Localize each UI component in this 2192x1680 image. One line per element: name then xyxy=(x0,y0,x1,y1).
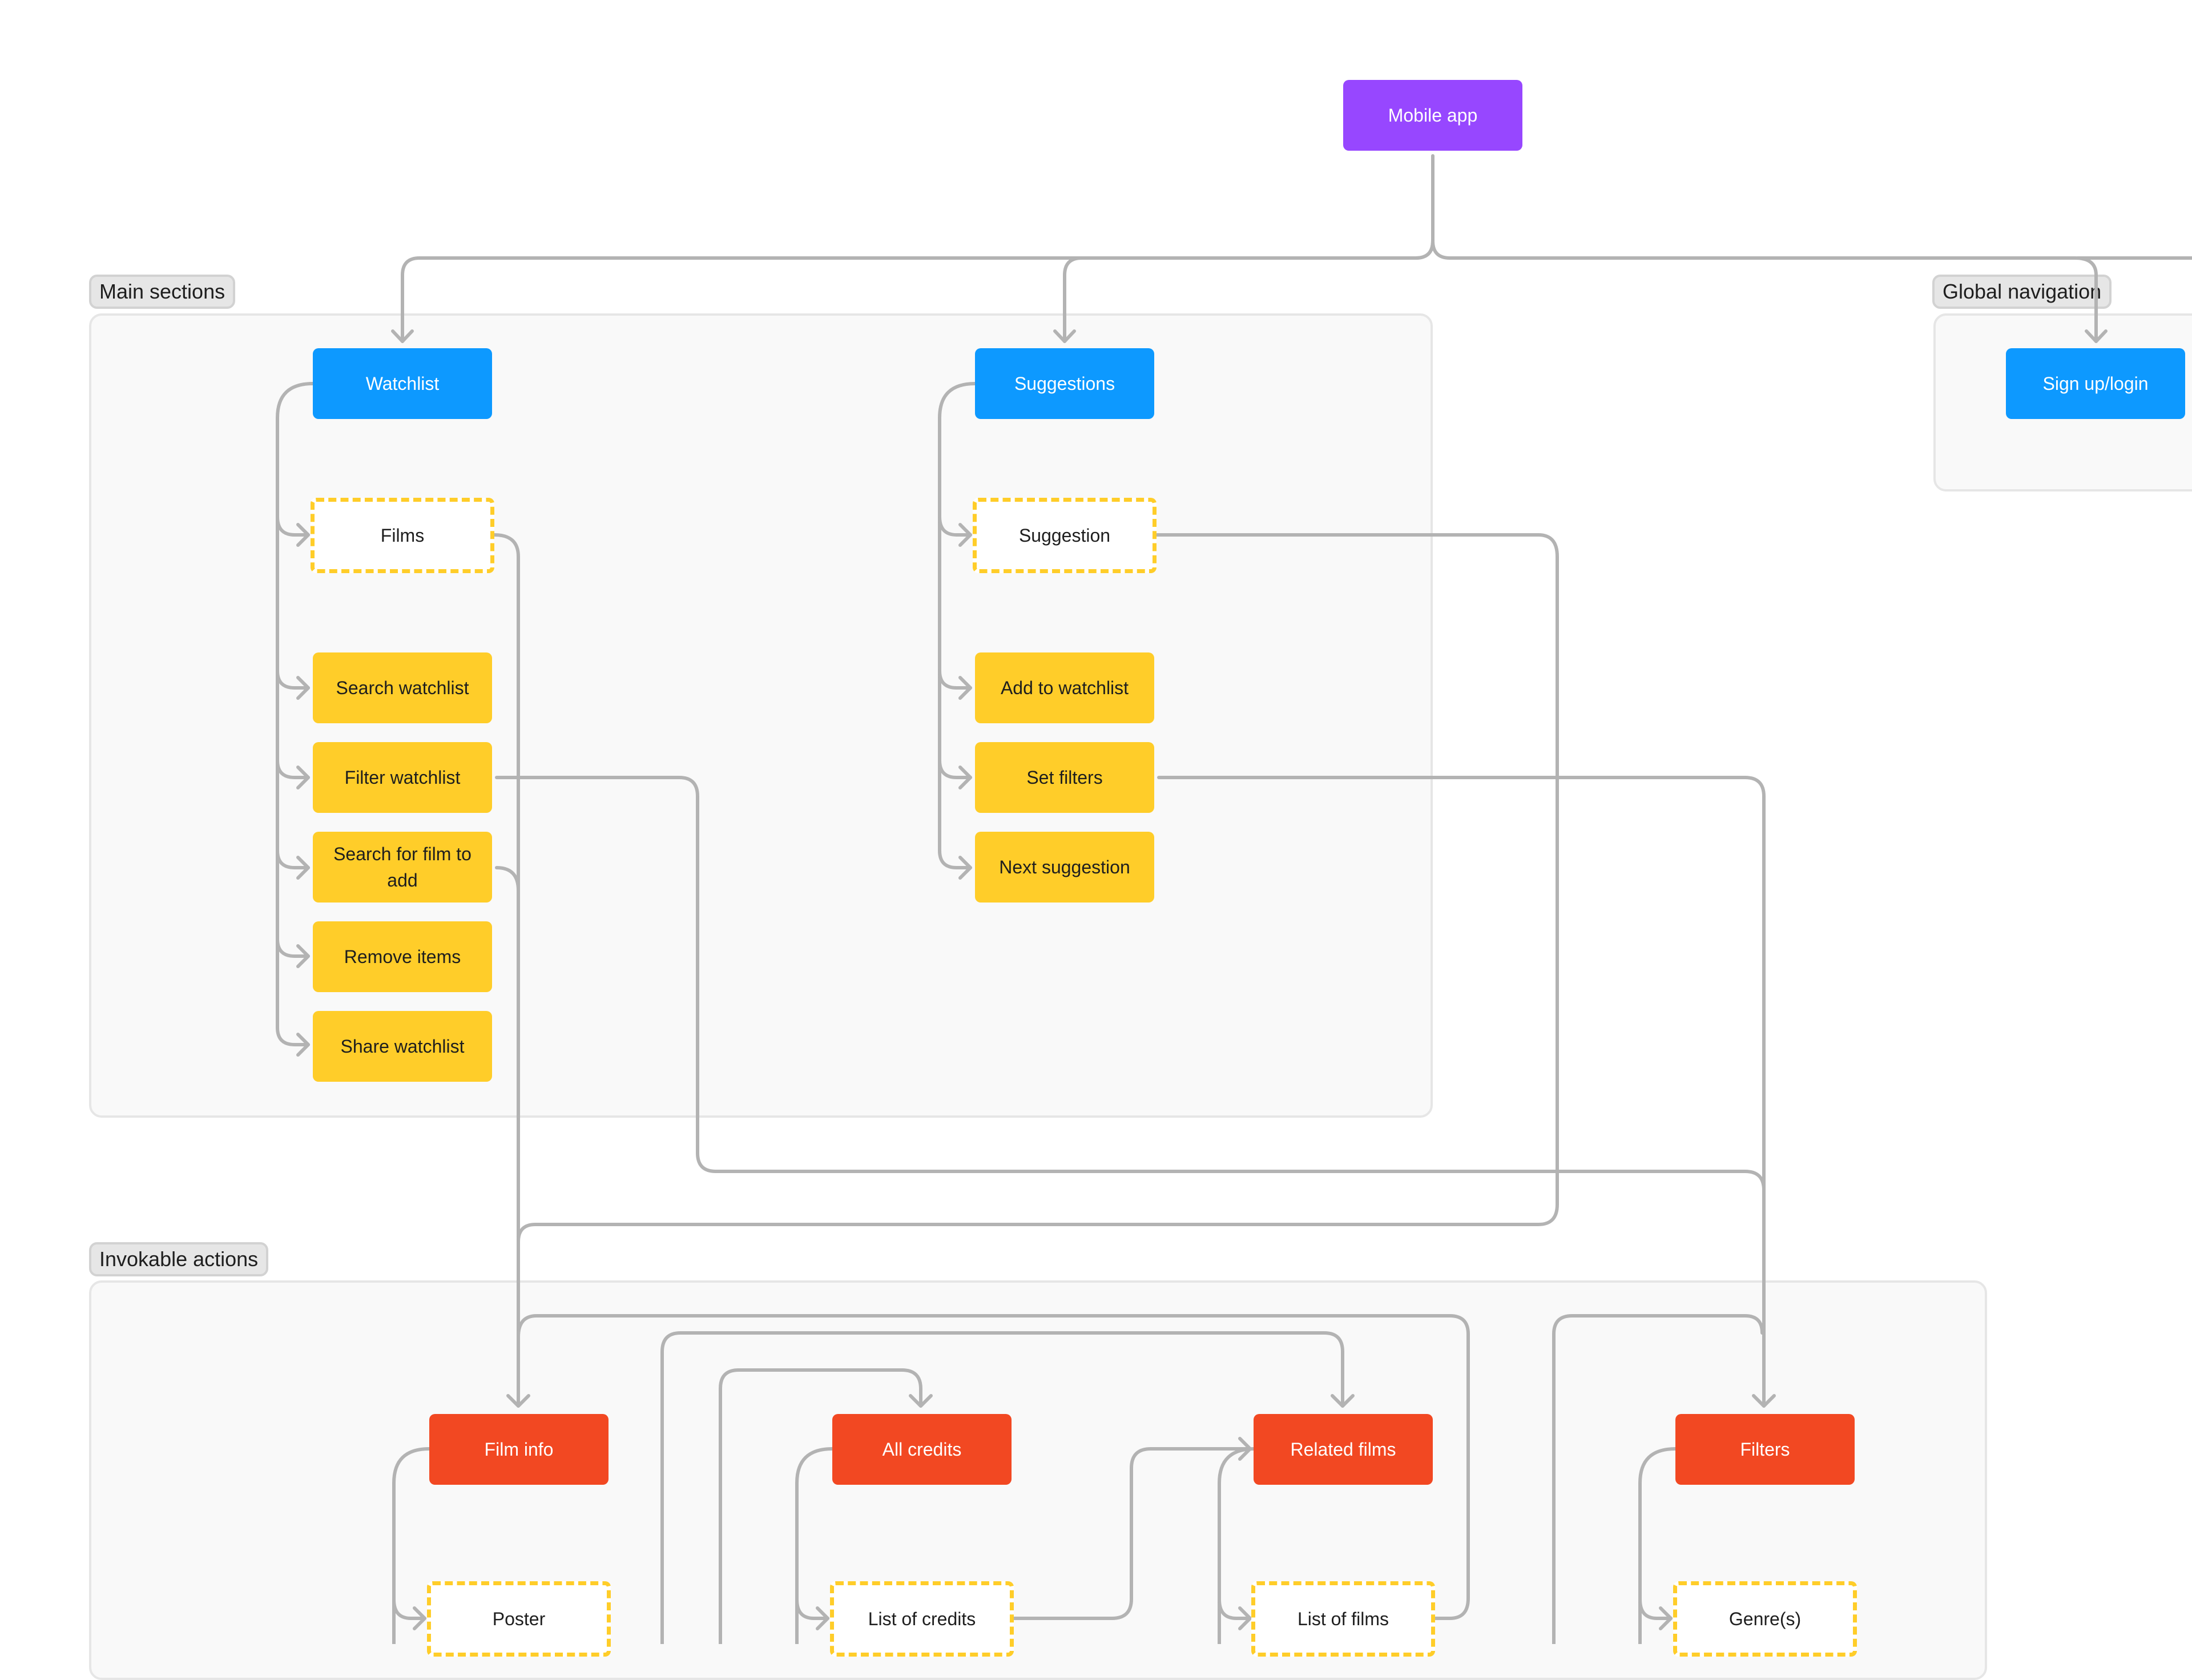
poster-node[interactable]: Poster xyxy=(427,1581,611,1657)
connector-loop-all-credits xyxy=(719,1368,922,1644)
connector-suggestions-spine xyxy=(938,382,977,869)
search-watchlist-node[interactable]: Search watchlist xyxy=(313,652,492,723)
diagram-canvas: Main sections Global navigation Invokabl… xyxy=(89,80,2192,1680)
connector-search-film-to-film-info xyxy=(495,866,520,892)
connector-to-suggestions xyxy=(1063,239,1435,343)
connector-suggestion-to-film-info xyxy=(517,533,1559,1243)
connector-list-credits-to-related xyxy=(1009,1447,1252,1620)
search-film-to-add-node[interactable]: Search for film to add xyxy=(313,832,492,903)
connector-to-filter-watchlist xyxy=(276,759,310,779)
invokable-actions-container xyxy=(89,1280,1987,1680)
invokable-actions-label: Invokable actions xyxy=(89,1242,269,1276)
films-node[interactable]: Films xyxy=(311,498,494,573)
arrow-watchlist xyxy=(391,329,414,343)
list-of-credits-node[interactable]: List of credits xyxy=(830,1581,1014,1657)
film-info-node[interactable]: Film info xyxy=(429,1414,609,1485)
share-watchlist-node[interactable]: Share watchlist xyxy=(313,1011,492,1082)
connector-loop-filters xyxy=(1552,1314,1764,1644)
connector-watchlist-spine xyxy=(276,382,315,1046)
main-sections-label: Main sections xyxy=(89,275,236,309)
connector-loop-related-films xyxy=(660,1331,1344,1644)
connector-filters-spine xyxy=(1638,1447,1677,1644)
connector-films-to-film-info xyxy=(493,533,520,1408)
connector-set-filters-to-filters xyxy=(1157,776,1766,1408)
connector-all-credits-spine xyxy=(795,1447,834,1644)
connector-loop-film-info xyxy=(517,1314,1470,1620)
connector-to-search-film xyxy=(276,849,310,869)
sign-up-login-node[interactable]: Sign up/login xyxy=(2006,348,2185,419)
connector-to-search-watchlist xyxy=(276,669,310,690)
connector-related-films-spine xyxy=(1218,1447,1256,1644)
connector-filter-watchlist-to-filters xyxy=(495,776,1766,1192)
related-films-node[interactable]: Related films xyxy=(1254,1414,1433,1485)
filters-node[interactable]: Filters xyxy=(1675,1414,1855,1485)
filter-watchlist-node[interactable]: Filter watchlist xyxy=(313,742,492,813)
add-to-watchlist-node[interactable]: Add to watchlist xyxy=(975,652,1154,723)
watchlist-node[interactable]: Watchlist xyxy=(313,348,492,419)
connector-to-remove-items xyxy=(276,937,310,958)
suggestions-node[interactable]: Suggestions xyxy=(975,348,1154,419)
connector-to-global xyxy=(1431,239,2098,343)
all-credits-node[interactable]: All credits xyxy=(832,1414,1012,1485)
arrow-suggestions xyxy=(1053,329,1076,343)
mobile-app-node[interactable]: Mobile app xyxy=(1343,80,1522,151)
genres-node[interactable]: Genre(s) xyxy=(1673,1581,1857,1657)
set-filters-node[interactable]: Set filters xyxy=(975,742,1154,813)
arrow-sign-up xyxy=(2085,329,2108,343)
connector-mobile-app-trunk xyxy=(401,154,1435,343)
list-of-films-node[interactable]: List of films xyxy=(1251,1581,1435,1657)
connector-lines xyxy=(276,154,2192,1644)
next-suggestion-node[interactable]: Next suggestion xyxy=(975,832,1154,903)
global-navigation-label: Global navigation xyxy=(1932,275,2112,309)
suggestion-node[interactable]: Suggestion xyxy=(973,498,1157,573)
connector-to-films xyxy=(276,515,310,537)
connector-film-info-spine xyxy=(392,1447,431,1644)
remove-items-node[interactable]: Remove items xyxy=(313,921,492,992)
